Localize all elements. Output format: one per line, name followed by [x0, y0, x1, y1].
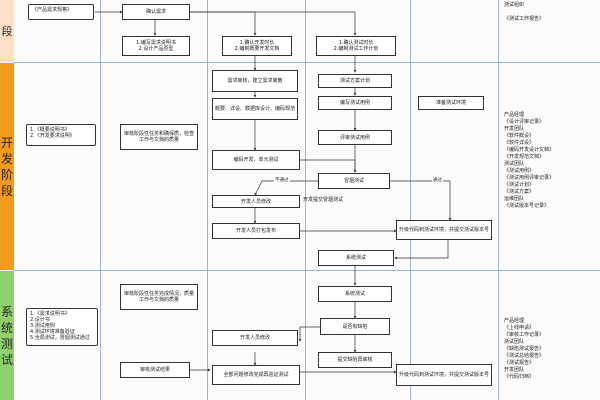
write-requirements-node: 1.编写需求说明书 2.设计产品原型: [122, 36, 190, 56]
dev-package-release-node: 开发人员打包发布: [212, 223, 300, 239]
detailed-design-node: 概要、详设、数据库设计、编码规范: [212, 98, 298, 120]
column-divider-5: [498, 0, 499, 400]
lane-label-requirements: 段: [1, 24, 13, 38]
write-test-cases-node: 编写测试用例: [318, 96, 392, 110]
defect-check-node: 是否有缺陷: [320, 318, 390, 335]
confirm-dev-duration-node: 1.确认开发时长 2.编制概要开发文档: [222, 36, 292, 56]
lane-bg-development: [0, 63, 14, 270]
system-stage-review-node: 审核阶段性任务完成情况，质量工作与文档的质量: [120, 284, 198, 310]
requirement-review-node: 需求审核，建立需求离散: [212, 70, 298, 92]
edge-label-pass: 通过: [432, 177, 443, 183]
lane-divider-2: [14, 270, 600, 271]
dev-fix-node-2: 开发人员修改: [212, 330, 298, 346]
requirement-spec-doc: 《产品需求规格》: [28, 4, 94, 20]
column-divider-4: [410, 0, 411, 400]
confirm-test-duration-node: 1.确认测试时长 2.编制测试工作计划: [316, 36, 396, 56]
lane-label-system-test: 系统测试: [0, 304, 13, 367]
lane-label-development: 开发阶段: [0, 135, 13, 198]
upgrade-test-env-node-2: 升级代码到测试环境，并提交测试版本号: [396, 364, 492, 386]
confirm-requirements-node: 确认需求: [122, 4, 190, 20]
smoke-test-node: 冒烟测试: [318, 173, 390, 189]
system-test-outputs: 产品经理 《上线申请》 《审核工作记录》 测试团队 《缺陷测试报告》 《测试总结…: [504, 318, 545, 380]
test-report-output: 测试组织 《测试工作报告》: [504, 2, 545, 22]
lane-divider-1: [14, 62, 600, 63]
system-test-node-dev: 系统测试: [318, 250, 394, 266]
regression-test-node: 系统测试: [318, 286, 392, 302]
dev-stage-outputs: 产品经理 《设计评审记录》 开发团队 《软件概设》 《软件详设》 《编码开发设计…: [504, 112, 555, 209]
submit-defect-review-node: 提交缺陷再审核: [318, 352, 392, 368]
system-test-docs: 1.《需求说明书》 2.设计书 3.测试用例 4.测试环境准备验证 5.全局测试…: [26, 308, 98, 346]
column-divider-2: [207, 0, 208, 400]
coding-unit-test-node: 编码开发、单元测试: [212, 150, 300, 170]
lane-bg-system-test: [0, 271, 14, 400]
dev-stage-review-node: 审核阶段性任务和确保质，检查工作与文档的质量: [120, 124, 198, 150]
review-test-result-node: 审核测试结果: [120, 362, 190, 378]
dev-fix-node: 开发人员修改: [212, 195, 300, 208]
regression-verify-node: 全部问题修改完成再验证测试: [212, 365, 300, 385]
prepare-test-env-node: 准备测试环境: [418, 96, 484, 110]
dev-docs: 1.《概要说明书》 2.《开发要求说明》: [26, 124, 96, 146]
column-divider-1: [100, 0, 101, 400]
review-test-cases-node: 评审测试用例: [318, 130, 392, 145]
column-divider-3: [305, 0, 306, 400]
test-plan-node: 测试方案计划: [318, 74, 392, 88]
edge-label-fail: 不通过: [274, 177, 290, 183]
upgrade-test-env-node: 升级代码到测试环境，并提交测试版本号: [396, 220, 492, 240]
lane-bg-requirements: [0, 0, 14, 62]
submit-smoke-test-label: 开发提交冒烟测试: [303, 197, 344, 203]
